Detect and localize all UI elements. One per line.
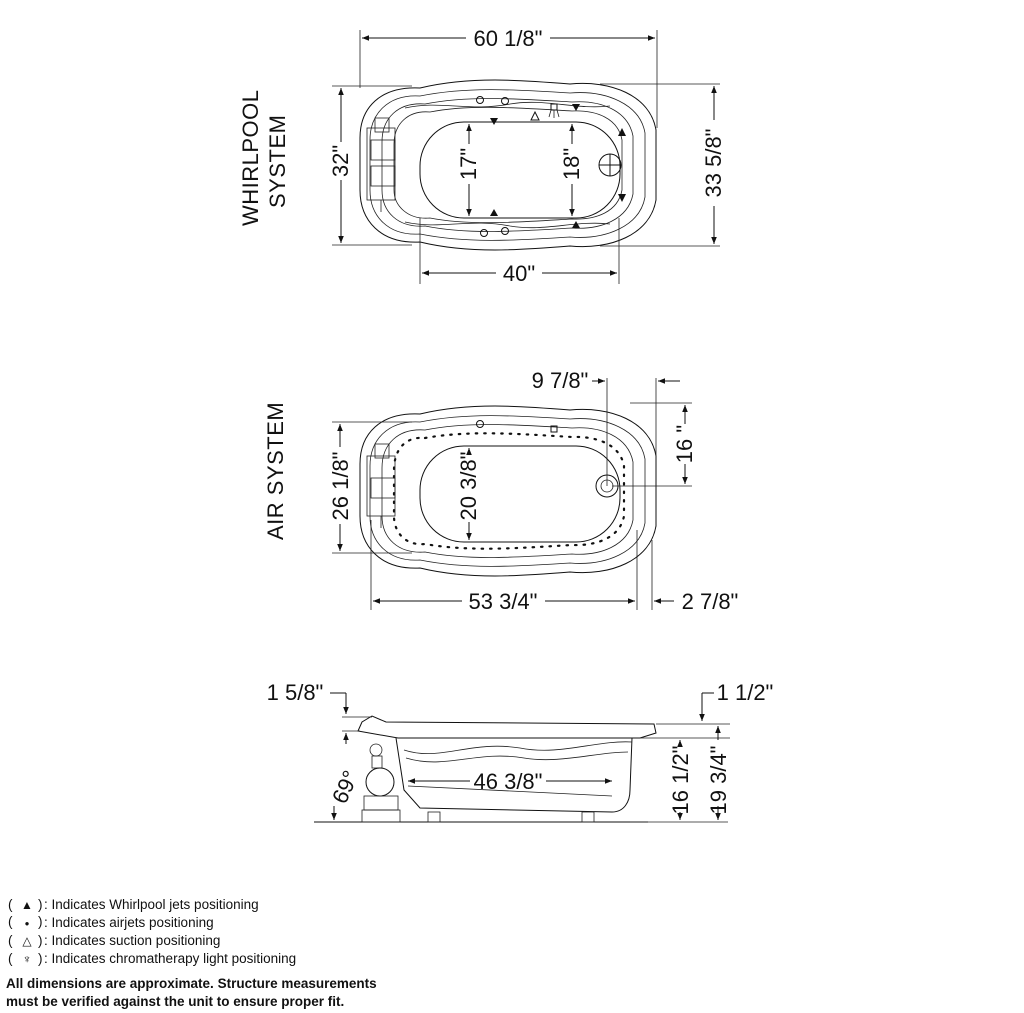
dim-overall-length: 60 1/8" xyxy=(474,26,543,51)
whirlpool-top-view: WHIRLPOOL SYSTEM xyxy=(238,26,726,286)
air-top-view: AIR SYSTEM 9 7/8" 16 " xyxy=(263,368,738,614)
airjet-ring xyxy=(392,432,626,550)
triangle-filled-icon: ▲ xyxy=(21,898,33,912)
whirlpool-jets xyxy=(476,96,626,237)
whirlpool-jet-icon xyxy=(572,104,580,111)
air-tub-outline xyxy=(359,405,657,577)
dim-inner-left: 17" xyxy=(456,148,481,180)
dim-inner-width: 20 3/8" xyxy=(456,452,481,521)
whirlpool-jet-icon xyxy=(490,209,498,216)
suction-icon xyxy=(530,110,540,121)
chromatherapy-light-icon: ♆ xyxy=(22,952,32,966)
legend-item: (♆) : Indicates chromatherapy light posi… xyxy=(8,951,297,966)
whirlpool-jet-icon xyxy=(618,194,626,202)
chromatherapy-light-icon xyxy=(550,425,558,433)
dim-bottom-length: 40" xyxy=(503,261,535,286)
dim-inner-depth: 16 1/2" xyxy=(668,746,693,815)
dim-angle: 69° xyxy=(327,767,363,808)
airjet-icon xyxy=(476,420,484,428)
air-blower xyxy=(366,443,396,528)
dim-drain-height: 16 " xyxy=(672,425,697,463)
symbol-legend: (▲) : Indicates Whirlpool jets positioni… xyxy=(8,896,296,968)
dim-end: 2 7/8" xyxy=(682,589,739,614)
dim-length: 53 3/4" xyxy=(469,589,538,614)
chromatherapy-light-icon xyxy=(550,103,558,111)
whirlpool-label-line2: SYSTEM xyxy=(265,115,290,208)
legend-item: (▲) : Indicates Whirlpool jets positioni… xyxy=(8,897,259,912)
whirlpool-deck-outline xyxy=(369,89,646,241)
whirlpool-jet-icon xyxy=(490,118,498,125)
disclaimer-note: All dimensions are approximate. Structur… xyxy=(6,975,377,1011)
dim-left-rim: 1 5/8" xyxy=(267,680,324,705)
legend-text: : Indicates Whirlpool jets positioning xyxy=(44,897,259,912)
whirlpool-jet-icon xyxy=(572,221,580,228)
air-label: AIR SYSTEM xyxy=(263,402,288,540)
triangle-outline-icon: △ xyxy=(22,934,32,948)
dim-outer-width: 26 1/8" xyxy=(328,452,353,521)
profile-rim xyxy=(357,715,657,739)
dot-icon: ● xyxy=(24,919,30,928)
legend-text: : Indicates suction positioning xyxy=(44,933,221,948)
dim-total-depth: 19 3/4" xyxy=(706,746,731,815)
whirlpool-tub-outline xyxy=(359,79,657,251)
disclaimer-line-1: All dimensions are approximate. Structur… xyxy=(6,976,377,991)
dim-drain-offset: 9 7/8" xyxy=(532,368,589,393)
whirlpool-jet-icon xyxy=(618,128,626,136)
dim-left-width: 32" xyxy=(328,145,353,177)
legend-text: : Indicates chromatherapy light position… xyxy=(44,951,297,966)
dim-right-rim: 1 1/2" xyxy=(717,680,774,705)
whirlpool-basin xyxy=(419,121,621,219)
dim-bottom-length-profile: 46 3/8" xyxy=(474,769,543,794)
whirlpool-drain xyxy=(598,153,622,177)
side-profile: 1 5/8" 69° 46 3/8" 1 1/2" 16 1/2" 19 3/4… xyxy=(267,680,774,823)
dim-inner-right: 18" xyxy=(559,148,584,180)
legend-text: : Indicates airjets positioning xyxy=(44,915,214,930)
profile-pump xyxy=(361,743,401,823)
legend-item: (●) : Indicates airjets positioning xyxy=(8,914,296,932)
whirlpool-label-line1: WHIRLPOOL xyxy=(238,89,263,226)
air-basin xyxy=(419,445,621,543)
dim-right-width: 33 5/8" xyxy=(701,129,726,198)
profile-body xyxy=(395,737,633,813)
whirlpool-pump xyxy=(366,117,396,212)
legend-item: (△) : Indicates suction positioning xyxy=(8,933,221,948)
disclaimer-line-2: must be verified against the unit to ens… xyxy=(6,994,345,1009)
